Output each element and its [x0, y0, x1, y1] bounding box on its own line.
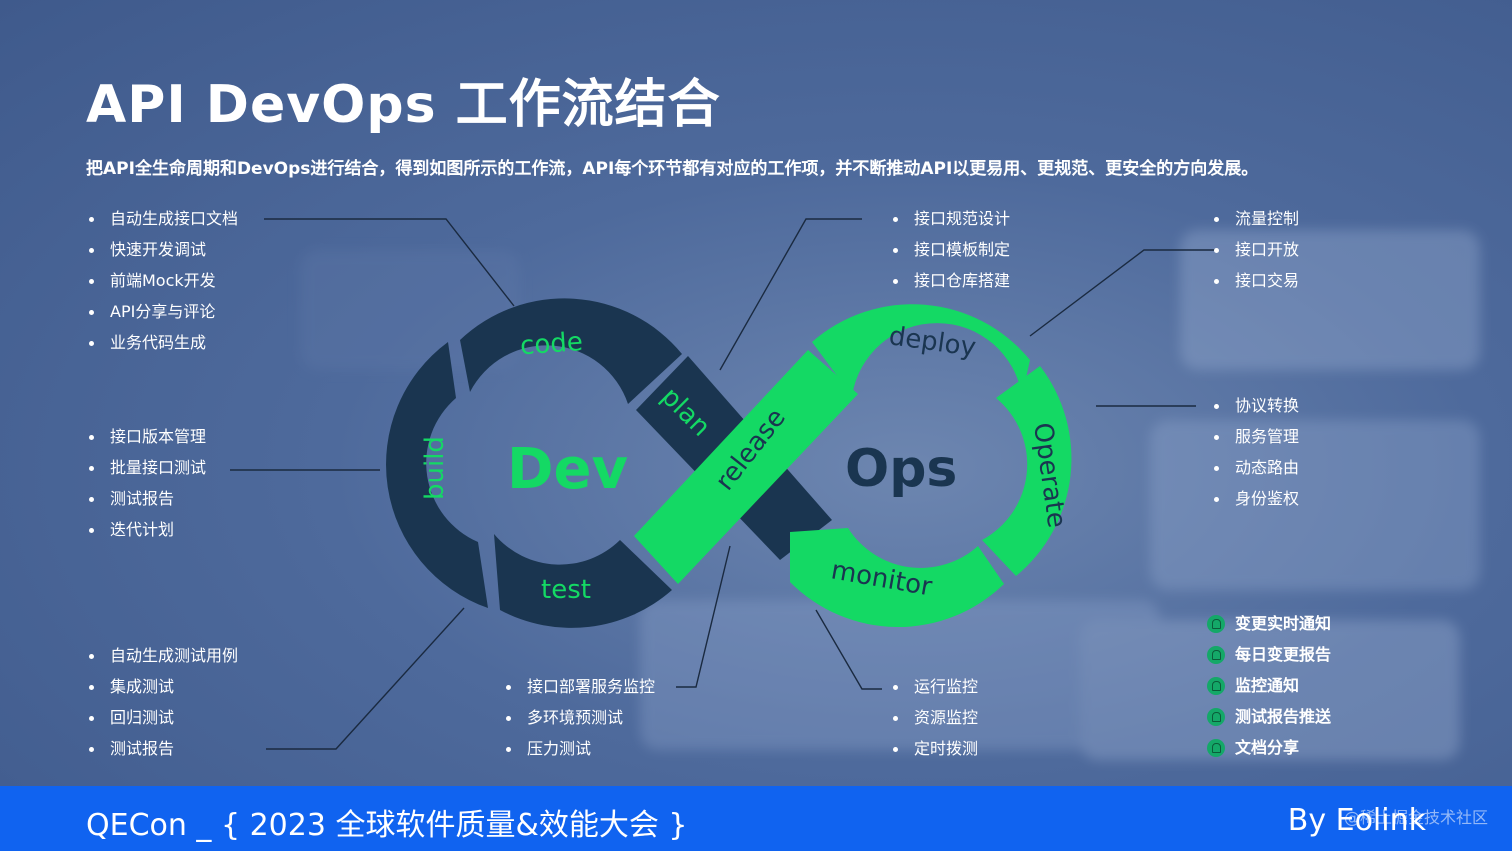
list-item: 定时拨测 [890, 733, 978, 764]
segment-monitor [790, 528, 1004, 628]
segment-test [494, 534, 672, 628]
list-item: 资源监控 [890, 702, 978, 733]
list-code: 自动生成接口文档 快速开发调试 前端Mock开发 API分享与评论 业务代码生成 [86, 203, 238, 358]
notify-label: 每日变更报告 [1235, 645, 1332, 664]
list-item: 流量控制 [1211, 203, 1299, 234]
list-monitor: 运行监控 资源监控 定时拨测 [890, 671, 978, 764]
list-notify: 变更实时通知 每日变更报告 监控通知 测试报告推送 文档分享 [1207, 608, 1331, 763]
list-item: 测试报告 [86, 483, 206, 514]
bell-icon [1207, 646, 1225, 664]
list-release: 接口部署服务监控 多环境预测试 压力测试 [503, 671, 655, 764]
list-item: 运行监控 [890, 671, 978, 702]
list-test: 自动生成测试用例 集成测试 回归测试 测试报告 [86, 640, 238, 764]
list-item: 服务管理 [1211, 421, 1299, 452]
list-item: 前端Mock开发 [86, 265, 238, 296]
list-item: 接口模板制定 [890, 234, 1010, 265]
list-item: 回归测试 [86, 702, 238, 733]
list-item: 快速开发调试 [86, 234, 238, 265]
list-item: 自动生成接口文档 [86, 203, 238, 234]
page-title: API DevOps 工作流结合 [86, 75, 721, 135]
list-item: 协议转换 [1211, 390, 1299, 421]
bell-icon [1207, 708, 1225, 726]
stage-label-test: test [541, 575, 591, 605]
list-item: 接口开放 [1211, 234, 1299, 265]
list-item: 多环境预测试 [503, 702, 655, 733]
footer-brand: By Eolink [1287, 803, 1426, 838]
bell-icon [1207, 677, 1225, 695]
list-item: 接口交易 [1211, 265, 1299, 296]
connector-release [676, 545, 731, 688]
notify-label: 监控通知 [1235, 676, 1300, 695]
list-item: API分享与评论 [86, 296, 238, 327]
list-build: 接口版本管理 批量接口测试 测试报告 迭代计划 [86, 421, 206, 545]
list-item: 监控通知 [1207, 670, 1331, 701]
connector-monitor [815, 609, 882, 690]
list-item: 压力测试 [503, 733, 655, 764]
list-item: 迭代计划 [86, 514, 206, 545]
page-subtitle: 把API全生命周期和DevOps进行结合，得到如图所示的工作流，API每个环节都… [86, 159, 1259, 179]
connector-plan [719, 218, 862, 371]
connector-code [264, 218, 515, 307]
list-item: 动态路由 [1211, 452, 1299, 483]
list-plan: 接口规范设计 接口模板制定 接口仓库搭建 [890, 203, 1010, 296]
notify-label: 变更实时通知 [1235, 614, 1332, 633]
notify-label: 测试报告推送 [1235, 707, 1332, 726]
list-item: 自动生成测试用例 [86, 640, 238, 671]
list-item: 集成测试 [86, 671, 238, 702]
ops-loop [790, 304, 1072, 628]
list-item: 变更实时通知 [1207, 608, 1331, 639]
connector-deploy [1029, 249, 1218, 337]
list-item: 接口仓库搭建 [890, 265, 1010, 296]
list-item: 测试报告推送 [1207, 701, 1331, 732]
footer-bar: QECon _ { 2023 全球软件质量&效能大会 } By Eolink @… [0, 786, 1512, 851]
footer-conference: QECon _ { 2023 全球软件质量&效能大会 } [86, 808, 688, 843]
list-item: 每日变更报告 [1207, 639, 1331, 670]
segment-code [460, 298, 682, 404]
list-item: 接口规范设计 [890, 203, 1010, 234]
ops-label: Ops [845, 439, 957, 499]
list-item: 测试报告 [86, 733, 238, 764]
segment-operate [982, 366, 1072, 576]
list-item: 身份鉴权 [1211, 483, 1299, 514]
list-item: 接口版本管理 [86, 421, 206, 452]
list-item: 接口部署服务监控 [503, 671, 655, 702]
stage-label-build: build [420, 436, 450, 500]
list-operate: 协议转换 服务管理 动态路由 身份鉴权 [1211, 390, 1299, 514]
segment-build [386, 342, 488, 608]
dev-loop [386, 298, 682, 628]
connector-test [266, 607, 465, 750]
segment-release [634, 350, 858, 584]
dev-label: Dev [507, 437, 628, 502]
watermark: @稀土掘金技术社区 [1343, 808, 1488, 827]
stage-label-code: code [519, 327, 584, 361]
list-item: 批量接口测试 [86, 452, 206, 483]
bell-icon [1207, 615, 1225, 633]
list-item: 业务代码生成 [86, 327, 238, 358]
segment-deploy [812, 304, 1030, 396]
list-deploy: 流量控制 接口开放 接口交易 [1211, 203, 1299, 296]
list-item: 文档分享 [1207, 732, 1331, 763]
notify-label: 文档分享 [1235, 738, 1300, 757]
bell-icon [1207, 739, 1225, 757]
connector-lines [230, 218, 1218, 750]
